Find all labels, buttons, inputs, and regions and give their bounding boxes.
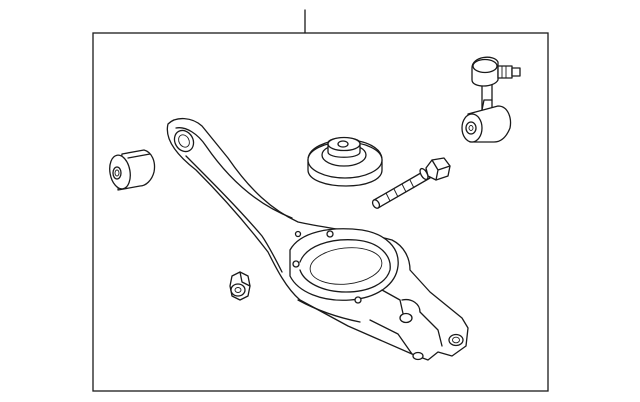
stabilizer-link-icon (461, 56, 521, 143)
bolt-icon (371, 157, 451, 209)
insulator-icon (307, 136, 383, 187)
control-arm-icon (166, 117, 469, 361)
bushing-icon (109, 149, 156, 191)
hex-nut-icon (229, 271, 251, 301)
diagram-frame (92, 32, 549, 392)
